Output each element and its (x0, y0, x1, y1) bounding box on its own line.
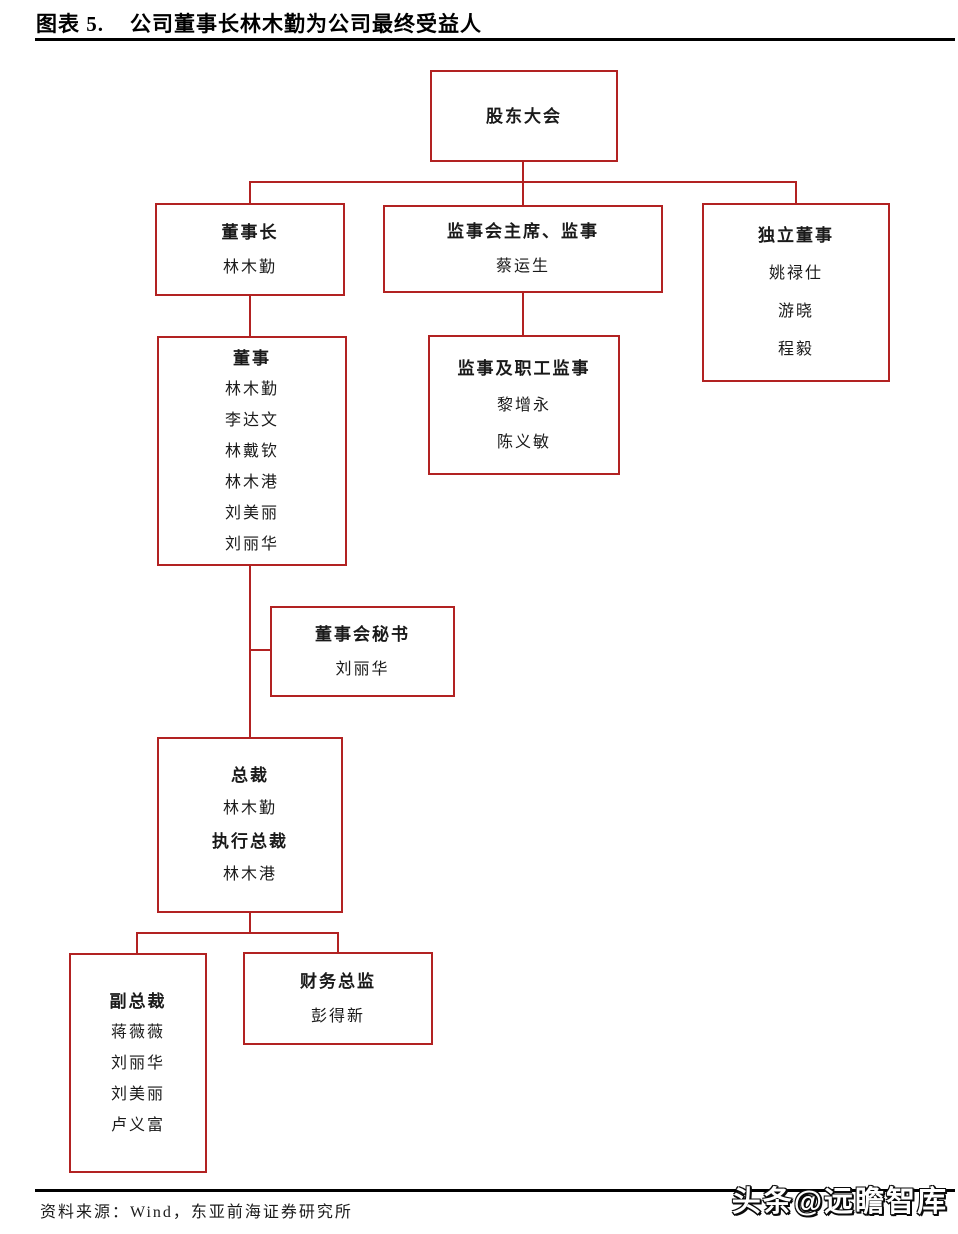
top-rule (35, 38, 955, 41)
member-name: 刘丽华 (110, 1054, 165, 1072)
figure-title: 图表 5. 公司董事长林木勤为公司最终受益人 (36, 8, 936, 38)
org-box-cfo: 财务总监 彭得新 (243, 952, 433, 1045)
box-title: 董事长 (221, 222, 279, 242)
connector-chairman-directors (249, 296, 251, 336)
figure-caption: 公司董事长林木勤为公司最终受益人 (130, 12, 482, 36)
member-name: 卢义富 (110, 1116, 165, 1134)
connector-to-independent-directors (795, 181, 797, 203)
connector-president-down (249, 913, 251, 933)
connector-supchair-supervisors (522, 293, 524, 335)
org-box-independent-directors: 独立董事 姚禄仕 游晓 程毅 (702, 203, 890, 382)
member-name: 刘丽华 (224, 535, 279, 553)
member-name: 蔡运生 (495, 258, 550, 275)
member-name: 林戴钦 (224, 442, 279, 460)
org-box-directors: 董事 林木勤 李达文 林戴钦 林木港 刘美丽 刘丽华 (157, 336, 347, 566)
connector-to-cfo (337, 932, 339, 952)
box-title: 董事会秘书 (315, 624, 410, 644)
box-title: 财务总监 (300, 971, 376, 991)
member-name: 李达文 (224, 411, 279, 429)
org-box-chairman: 董事长 林木勤 (155, 203, 345, 296)
box-title-executive-president: 执行总裁 (212, 832, 288, 851)
member-name: 黎增永 (496, 396, 551, 414)
member-name: 刘丽华 (335, 660, 390, 678)
member-name: 彭得新 (310, 1007, 365, 1025)
org-box-vice-presidents: 副总裁 蒋薇薇 刘丽华 刘美丽 卢义富 (69, 953, 207, 1173)
member-name: 游晓 (777, 303, 814, 320)
member-name: 林木港 (222, 866, 277, 883)
member-name: 林木勤 (222, 258, 277, 276)
org-box-supervisors: 监事及职工监事 黎增永 陈义敏 (428, 335, 620, 475)
connector-shareholders-down (522, 162, 524, 183)
box-title: 监事及职工监事 (457, 358, 591, 378)
org-box-shareholders-meeting: 股东大会 (430, 70, 618, 162)
member-name: 林木勤 (224, 380, 279, 398)
watermark-toutiao-yuanzhan: 头条@远瞻智库 (731, 1186, 948, 1218)
box-title: 总裁 (231, 766, 269, 785)
connector-directors-president (249, 566, 251, 737)
box-title: 董事 (233, 348, 271, 368)
box-title: 股东大会 (486, 106, 562, 126)
member-name: 姚禄仕 (768, 265, 823, 282)
figure-label: 图表 5. (36, 12, 104, 36)
connector-to-supervisory-chairman (522, 181, 524, 205)
member-name: 林木港 (224, 473, 279, 491)
connector-to-vice-presidents (136, 932, 138, 953)
connector-secretary-stub (249, 649, 270, 651)
bottom-rule (35, 1189, 955, 1192)
member-name: 刘美丽 (224, 504, 279, 522)
org-box-supervisory-board-chairman: 监事会主席、监事 蔡运生 (383, 205, 663, 293)
member-name: 程毅 (777, 341, 814, 358)
box-title: 监事会主席、监事 (447, 222, 599, 241)
source-note: 资料来源：Wind，东亚前海证券研究所 (40, 1204, 353, 1221)
member-name: 林木勤 (222, 800, 277, 817)
connector-bottom-horizontal (136, 932, 339, 934)
org-box-president: 总裁 林木勤 执行总裁 林木港 (157, 737, 343, 913)
connector-to-chairman (249, 181, 251, 203)
box-title: 独立董事 (758, 226, 834, 245)
member-name: 陈义敏 (496, 433, 551, 451)
org-box-board-secretary: 董事会秘书 刘丽华 (270, 606, 455, 697)
member-name: 蒋薇薇 (110, 1023, 165, 1041)
member-name: 刘美丽 (110, 1085, 165, 1103)
box-title: 副总裁 (109, 991, 167, 1011)
